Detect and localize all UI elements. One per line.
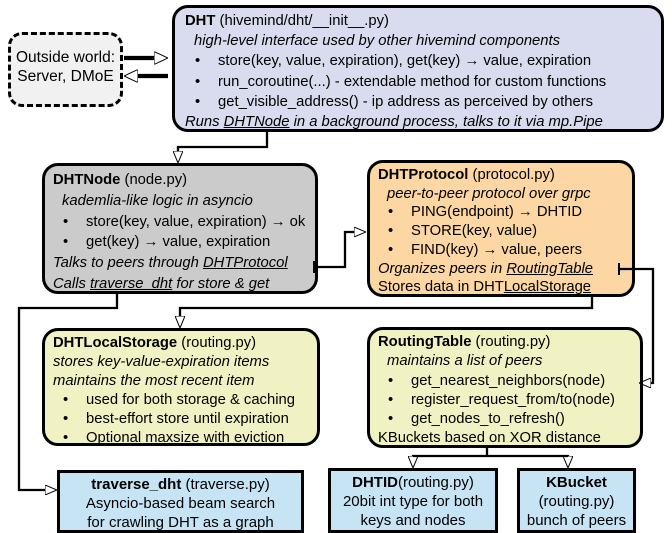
dhtlocalstorage-bullet-2: •best-effort store until expiration xyxy=(53,410,309,429)
dht-bullet-2: •run_coroutine(...) - extendable method … xyxy=(185,72,651,92)
dhtlocalstorage-bullet-3: •Optional maxsize with eviction xyxy=(53,429,309,448)
dhtnode-reference: DHTNode xyxy=(223,114,290,131)
routingtable-footer: KBuckets based on XOR distance xyxy=(378,430,601,447)
dhtprotocol-footer-2: Stores data in DHTLocalStorage xyxy=(378,279,592,296)
routingtable-reference: RoutingTable xyxy=(506,260,593,277)
traverse-dht-reference: traverse_dht xyxy=(90,275,173,292)
dhtnode-title: DHTNode (node.py) xyxy=(53,172,188,188)
dhtid-line3: keys and nodes xyxy=(360,512,466,529)
outside-world-box: Outside world: Server, DMoE xyxy=(8,32,123,107)
outside-world-line2: Server, DMoE xyxy=(17,68,114,85)
routingtable-bullet-2: •register_request_from/to(node) xyxy=(378,391,632,410)
arrow-dhtprotocol-to-dhtlocalstorage xyxy=(180,296,594,316)
routingtable-box: RoutingTable (routing.py) maintains a li… xyxy=(367,327,643,448)
dhtprotocol-reference: DHTProtocol xyxy=(202,255,288,272)
bullet-icon: • xyxy=(63,411,69,428)
dht-box: DHT (hivemind/dht/__init__.py) high-leve… xyxy=(172,5,664,132)
dhtlocalstorage-title: DHTLocalStorage (routing.py) xyxy=(53,335,257,351)
routingtable-subtitle: maintains a list of peers xyxy=(387,353,543,370)
bullet-icon: • xyxy=(388,204,394,221)
traverse-dht-line2: Asyncio-based beam search xyxy=(85,495,276,512)
traverse-dht-line3: for crawling DHT as a graph xyxy=(87,514,274,531)
bullet-icon: • xyxy=(388,411,394,428)
bullet-icon: • xyxy=(195,53,201,70)
dhtnode-box: DHTNode (node.py) kademlia-like logic in… xyxy=(42,163,318,294)
traverse-dht-box: traverse_dht (traverse.py) Asyncio-based… xyxy=(57,470,304,533)
outside-world-line1: Outside world: xyxy=(15,49,116,66)
dhtprotocol-bullet-3: •FIND(key) → value, peers xyxy=(388,241,583,258)
arrow-dhtnode-to-dhtprotocol xyxy=(314,232,354,269)
dhtprotocol-bullet-2: •STORE(key, value) xyxy=(388,223,538,240)
kbucket-line2: (routing.py) xyxy=(538,493,615,510)
routingtable-bullet-3: •get_nodes_to_refresh() xyxy=(378,410,632,429)
arrow-dht-to-dhtnode xyxy=(178,131,269,151)
dhtlocalstorage-box: DHTLocalStorage (routing.py) stores key-… xyxy=(42,328,320,446)
dht-bullet-1: •store(key, value, expiration), get(key)… xyxy=(185,51,651,71)
dht-footer: Runs DHTNode in a background process, ta… xyxy=(185,114,603,131)
bullet-icon: • xyxy=(388,223,394,240)
dhtprotocol-footer-1: Organizes peers in RoutingTable xyxy=(378,260,593,277)
dhtprotocol-bullet-1: •PING(endpoint) → DHTID xyxy=(388,204,583,221)
dhtid-title: DHTID(routing.py) xyxy=(352,474,474,491)
dhtnode-bullet-2: •get(key) → value, expiration xyxy=(53,232,307,253)
dht-title: DHT (hivemind/dht/__init__.py) xyxy=(185,13,389,29)
dhtnode-footer-2: Calls traverse_dht for store & get xyxy=(53,275,270,292)
bullet-icon: • xyxy=(195,93,201,110)
dhtnode-footer-1: Talks to peers through DHTProtocol xyxy=(53,255,288,272)
dhtnode-bullet-1: •store(key, value, expiration) → ok xyxy=(53,212,307,233)
dhtlocalstorage-subtitle-1: stores key-value-expiration items xyxy=(53,354,270,371)
bullet-icon: • xyxy=(63,213,69,230)
routingtable-title: RoutingTable (routing.py) xyxy=(378,334,551,350)
dhtprotocol-subtitle: peer-to-peer protocol over grpc xyxy=(387,185,591,202)
kbucket-box: KBucket (routing.py) bunch of peers xyxy=(517,468,636,533)
localstorage-reference: LocalStorage xyxy=(503,279,592,296)
routingtable-bullet-1: •get_nearest_neighbors(node) xyxy=(378,372,632,391)
kbucket-line3: bunch of peers xyxy=(526,512,627,529)
dht-bullet-3: •get_visible_address() - ip address as p… xyxy=(185,92,651,112)
dhtlocalstorage-subtitle-2: maintains the most recent item xyxy=(53,373,255,390)
traverse-dht-title: traverse_dht (traverse.py) xyxy=(91,476,270,493)
dhtid-line2: 20bit int type for both xyxy=(342,493,484,510)
bullet-icon: • xyxy=(63,430,69,447)
bullet-icon: • xyxy=(388,372,394,389)
bullet-icon: • xyxy=(195,73,201,90)
dhtprotocol-title: DHTProtocol (protocol.py) xyxy=(378,167,555,183)
bullet-icon: • xyxy=(388,391,394,408)
bullet-icon: • xyxy=(63,392,69,409)
dhtid-box: DHTID(routing.py) 20bit int type for bot… xyxy=(328,468,498,533)
bullet-icon: • xyxy=(388,241,394,258)
dht-subtitle: high-level interface used by other hivem… xyxy=(194,33,561,50)
dhtprotocol-box: DHTProtocol (protocol.py) peer-to-peer p… xyxy=(367,160,635,297)
dhtlocalstorage-bullet-1: •used for both storage & caching xyxy=(53,391,309,410)
dhtnode-subtitle: kademlia-like logic in asyncio xyxy=(62,192,253,209)
bullet-icon: • xyxy=(63,234,69,251)
kbucket-title: KBucket xyxy=(546,474,607,491)
